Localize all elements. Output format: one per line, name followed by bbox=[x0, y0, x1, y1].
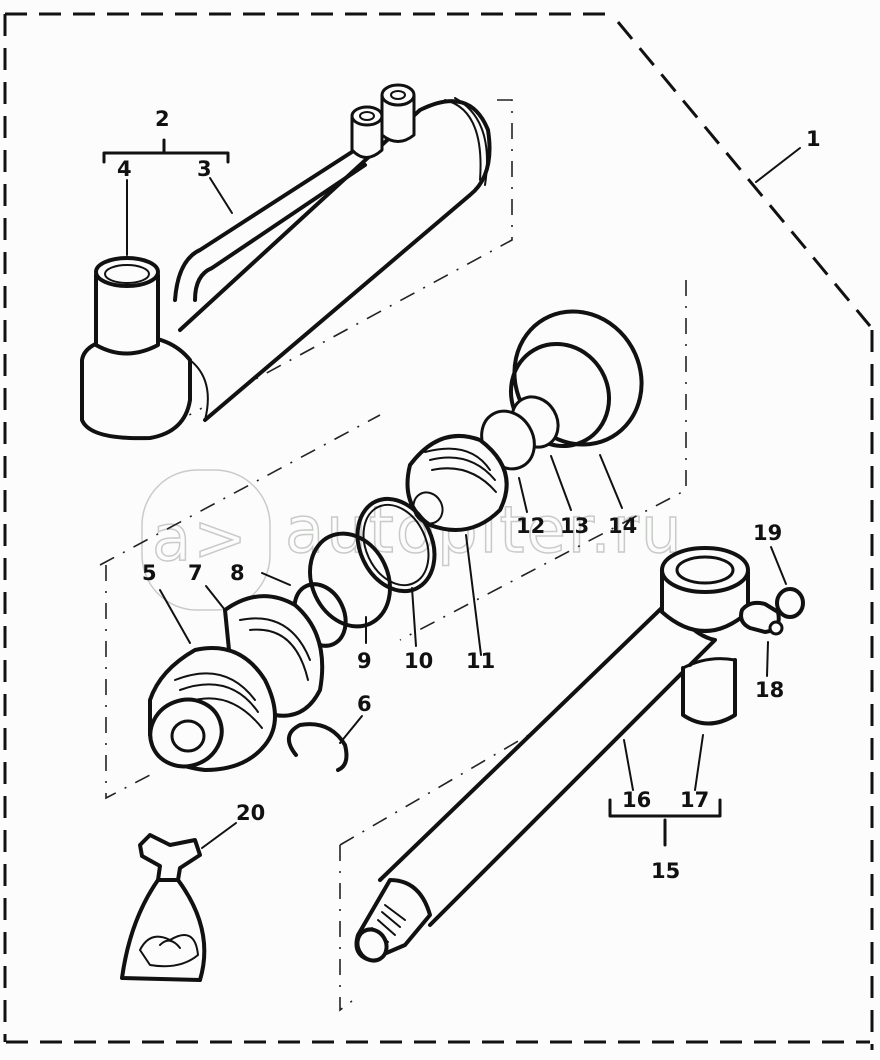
leader-1 bbox=[755, 147, 801, 183]
rod-eye-bore bbox=[675, 555, 735, 585]
leader-17 bbox=[694, 734, 704, 791]
leader-11 bbox=[465, 534, 482, 656]
bushing-17-top bbox=[681, 657, 737, 670]
callout-9: 9 bbox=[357, 649, 372, 673]
port-1-hole bbox=[359, 111, 375, 121]
cylinder-tube bbox=[178, 99, 492, 422]
rod-threads bbox=[371, 904, 406, 943]
bushing-4 bbox=[94, 273, 160, 356]
eye-end-ring bbox=[189, 359, 209, 421]
callout-20: 20 bbox=[236, 801, 265, 825]
leader-19 bbox=[770, 546, 787, 585]
part-cylinder-body bbox=[80, 83, 492, 441]
callout-3: 3 bbox=[197, 157, 212, 181]
piston-5-bore bbox=[170, 719, 206, 753]
port-2 bbox=[380, 94, 416, 143]
leader-6 bbox=[339, 715, 363, 744]
assembly-frame bbox=[3, 12, 874, 1050]
projection-box-cylinder bbox=[179, 99, 513, 421]
leader-7 bbox=[205, 585, 226, 611]
projection-lines bbox=[99, 99, 687, 1012]
pipe bbox=[173, 148, 367, 302]
guide-11-bore bbox=[412, 491, 444, 525]
o-ring-9 bbox=[308, 531, 392, 629]
callout-10: 10 bbox=[404, 649, 433, 673]
bushing-4-inner bbox=[104, 264, 150, 284]
rod-eye-top bbox=[660, 546, 750, 594]
snap-ring-6 bbox=[287, 722, 349, 772]
callout-16: 16 bbox=[622, 788, 651, 812]
port-2-hole bbox=[390, 90, 406, 100]
callout-11: 11 bbox=[466, 649, 495, 673]
backup-ring-10 bbox=[355, 496, 437, 594]
piston-ring-7-grooves bbox=[239, 617, 311, 681]
callout-8: 8 bbox=[230, 561, 245, 585]
bag-contents bbox=[139, 934, 199, 968]
port-2-top bbox=[380, 83, 416, 107]
leader-14 bbox=[599, 454, 623, 509]
leader-lines bbox=[102, 138, 801, 849]
port-1 bbox=[350, 116, 384, 159]
callout-6: 6 bbox=[357, 692, 372, 716]
callout-1: 1 bbox=[806, 127, 821, 151]
callout-12: 12 bbox=[516, 514, 545, 538]
leader-13 bbox=[550, 455, 572, 511]
port-1-top bbox=[350, 105, 384, 127]
nipple-ball bbox=[768, 620, 784, 636]
part-rod bbox=[354, 546, 805, 963]
guide-11-grooves bbox=[424, 447, 497, 493]
part-seal-kit-bag bbox=[120, 833, 207, 982]
leader-5 bbox=[159, 589, 191, 644]
leader-3 bbox=[209, 177, 233, 214]
callout-19: 19 bbox=[753, 521, 782, 545]
callout-2: 2 bbox=[155, 107, 170, 131]
leader-18 bbox=[766, 641, 769, 677]
projection-box-rod bbox=[339, 669, 641, 1012]
callout-17: 17 bbox=[680, 788, 709, 812]
part-piston bbox=[148, 594, 325, 772]
callout-18: 18 bbox=[755, 678, 784, 702]
leader-20 bbox=[201, 822, 237, 849]
frame-diagonal bbox=[616, 21, 872, 327]
rod-tip bbox=[355, 927, 389, 963]
callout-4: 4 bbox=[117, 157, 132, 181]
callout-5: 5 bbox=[142, 561, 157, 585]
callout-13: 13 bbox=[560, 514, 589, 538]
piston-5-face bbox=[148, 697, 224, 769]
callout-labels: 1 2 3 4 5 6 7 8 9 10 11 12 13 14 15 16 1… bbox=[117, 107, 821, 883]
callout-7: 7 bbox=[188, 561, 203, 585]
bushing-17 bbox=[681, 658, 737, 726]
leader-10 bbox=[411, 587, 417, 647]
bracket-15 bbox=[608, 798, 722, 847]
watermark-logo-text: a> bbox=[152, 502, 249, 576]
part-end-cap-group bbox=[405, 309, 644, 532]
bracket-2 bbox=[102, 138, 230, 164]
bushing-4-top bbox=[94, 256, 160, 288]
bag-body bbox=[120, 878, 207, 982]
watermark-logo-frame bbox=[141, 469, 271, 611]
backup-ring-10-inner bbox=[362, 503, 430, 587]
leader-8 bbox=[261, 572, 291, 586]
leader-16 bbox=[623, 739, 634, 791]
callout-14: 14 bbox=[608, 514, 637, 538]
callout-15: 15 bbox=[651, 859, 680, 883]
leader-12 bbox=[518, 477, 528, 513]
bag-neck bbox=[138, 833, 202, 882]
projection-box-piston bbox=[99, 280, 687, 800]
cylinder-rim bbox=[444, 97, 488, 186]
cap-19 bbox=[775, 587, 805, 619]
